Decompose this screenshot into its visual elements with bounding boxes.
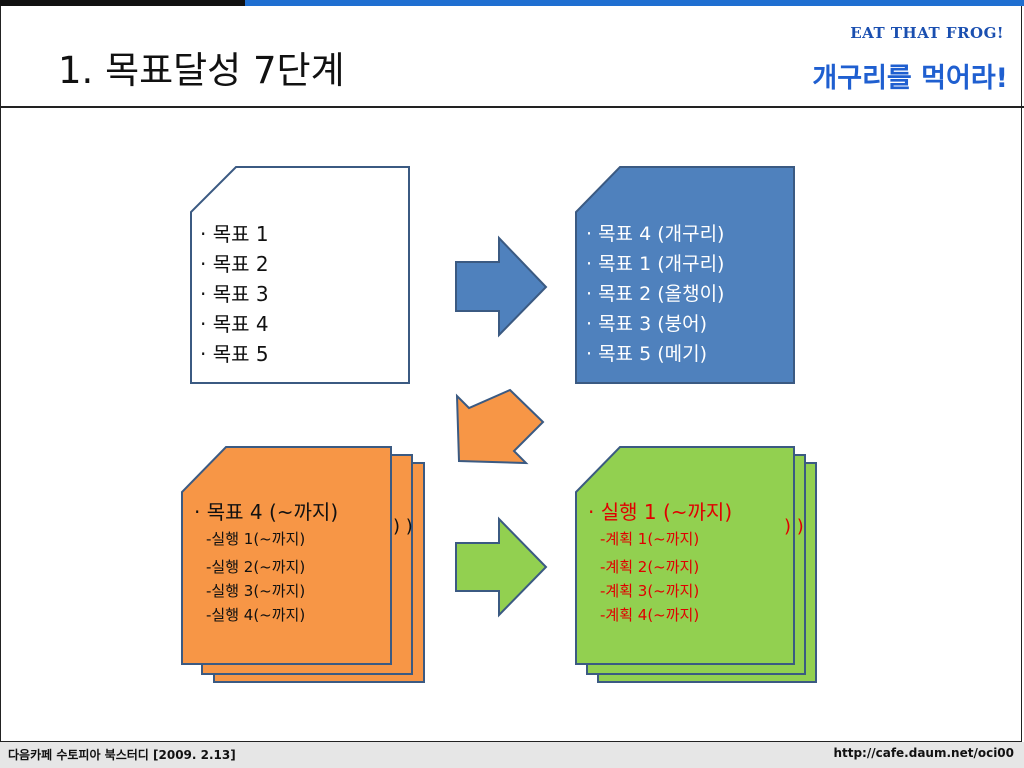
- header-divider: [0, 106, 1024, 108]
- prioritized-list: · 목표 4 (개구리) · 목표 1 (개구리) · 목표 2 (올챙이) ·…: [586, 219, 724, 369]
- prioritized-item: · 목표 5 (메기): [586, 343, 707, 365]
- plan-item: -계획 3(~까지): [600, 582, 700, 600]
- action-item: -실행 1(~까지): [206, 530, 306, 548]
- prioritized-item: · 목표 1 (개구리): [586, 253, 725, 275]
- plan-item: -계획 2(~까지): [600, 558, 700, 576]
- slide-frame: [0, 6, 1022, 742]
- top-bar-blue: [245, 0, 1024, 6]
- action-plans-box: [575, 446, 795, 665]
- goal-item: · 목표 4: [200, 312, 269, 336]
- action-item: -실행 3(~까지): [206, 582, 306, 600]
- brand-korean: 개구리를 먹어라!: [812, 63, 1008, 94]
- arrow-right-green: [455, 516, 548, 618]
- action-plans-back-marks: ) ): [784, 516, 804, 537]
- goal-item: · 목표 3: [200, 282, 269, 306]
- prioritized-box: [575, 166, 795, 384]
- goal-actions-heading: · 목표 4 (~까지): [194, 500, 339, 524]
- goals-list: · 목표 1 · 목표 2 · 목표 3 · 목표 4 · 목표 5: [200, 219, 269, 369]
- action-plans-list: · 실행 1 (~까지) -계획 1(~까지) -계획 2(~까지) -계획 3…: [588, 497, 732, 627]
- footer-bar: [0, 742, 1024, 768]
- arrow-right-blue: [455, 235, 548, 338]
- brand-english: EAT THAT FROG!: [850, 24, 1004, 42]
- goal-item: · 목표 5: [200, 342, 269, 366]
- goal-actions-back-marks: ) ): [393, 516, 413, 537]
- arrow-down-left-orange: [455, 388, 545, 465]
- plan-item: -계획 4(~까지): [600, 606, 700, 624]
- goal-item: · 목표 2: [200, 252, 269, 276]
- prioritized-item: · 목표 3 (붕어): [586, 313, 707, 335]
- goal-actions-list: · 목표 4 (~까지) -실행 1(~까지) -실행 2(~까지) -실행 3…: [194, 497, 338, 627]
- footer-url: http://cafe.daum.net/oci00: [833, 746, 1014, 760]
- goal-actions-box: [181, 446, 392, 665]
- action-plans-heading: · 실행 1 (~까지): [588, 500, 733, 524]
- action-item: -실행 2(~까지): [206, 558, 306, 576]
- goal-item: · 목표 1: [200, 222, 269, 246]
- footer-source: 다음카페 수토피아 북스터디 [2009. 2.13]: [8, 748, 236, 762]
- action-item: -실행 4(~까지): [206, 606, 306, 624]
- plan-item: -계획 1(~까지): [600, 530, 700, 548]
- slide-title: 1. 목표달성 7단계: [58, 49, 345, 92]
- goals-box: [190, 166, 410, 384]
- prioritized-item: · 목표 2 (올챙이): [586, 283, 725, 305]
- prioritized-item: · 목표 4 (개구리): [586, 223, 725, 245]
- top-bar-dark: [0, 0, 245, 6]
